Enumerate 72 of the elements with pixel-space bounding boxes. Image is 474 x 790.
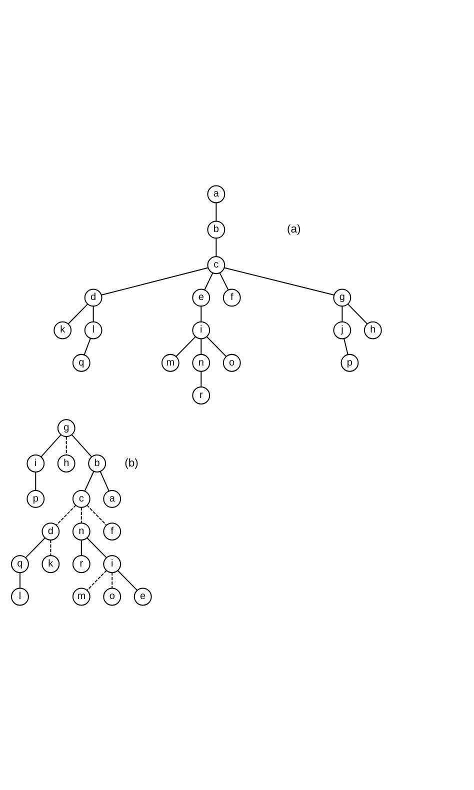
connector (24, 537, 45, 558)
connector (86, 537, 106, 558)
connector (341, 306, 342, 322)
connector (92, 306, 94, 322)
node-circle: j (332, 320, 351, 339)
connector (346, 303, 367, 324)
connector (100, 266, 208, 295)
connector (200, 338, 202, 354)
node-circle: q (10, 554, 28, 573)
node-circle: a (206, 184, 225, 203)
connector (70, 434, 92, 457)
connector (111, 572, 112, 588)
connector (343, 338, 348, 354)
connector (204, 272, 213, 290)
connector (80, 506, 82, 522)
node-circle: b (88, 454, 106, 472)
connector (40, 434, 61, 457)
node-circle: m (160, 353, 179, 372)
node-circle: d (41, 522, 60, 540)
node-circle: d (84, 288, 102, 306)
node-circle: g (56, 418, 75, 437)
node-circle: e (192, 288, 210, 306)
node-circle: r (72, 554, 90, 573)
connector (65, 436, 66, 454)
connector (84, 470, 94, 491)
connector (200, 306, 202, 322)
connector (83, 338, 90, 355)
node-circle: i (192, 320, 210, 339)
node-circle: r (192, 386, 210, 404)
connector (206, 336, 226, 356)
node-circle: p (340, 353, 358, 372)
node-circle: l (84, 320, 102, 339)
connector (215, 202, 216, 221)
node-circle: k (53, 320, 72, 339)
connector (34, 472, 36, 490)
node-circle: i (26, 454, 44, 472)
node-circle: f (102, 522, 121, 540)
node-circle: c (206, 256, 225, 274)
connector (215, 238, 216, 256)
label: (b) (124, 456, 138, 469)
node-circle: q (72, 353, 90, 372)
label: (a) (286, 222, 300, 235)
node-circle: n (192, 353, 210, 372)
node-circle: h (56, 454, 75, 472)
node-circle: f (222, 288, 240, 306)
node-circle: o (222, 353, 240, 372)
connector (86, 570, 106, 590)
connector (99, 470, 109, 491)
connector (56, 504, 76, 525)
connector (68, 303, 88, 324)
node-circle: h (363, 320, 382, 339)
node-circle: i (102, 554, 121, 573)
node-circle: p (26, 489, 44, 508)
node-circle: b (206, 220, 225, 238)
node-circle: o (102, 587, 121, 606)
node-circle: a (102, 489, 121, 508)
connector (50, 540, 51, 555)
node-circle: l (10, 587, 28, 606)
node-circle: n (72, 522, 90, 540)
connector (116, 570, 137, 590)
node-circle: k (41, 554, 60, 573)
connector (86, 504, 106, 525)
node-circle: g (332, 288, 351, 306)
connector (80, 540, 82, 555)
connector (218, 272, 228, 290)
connector (224, 266, 334, 296)
connector (175, 336, 196, 356)
connector (18, 572, 20, 588)
connector (200, 370, 202, 386)
node-circle: m (72, 587, 90, 606)
node-circle: e (133, 587, 152, 606)
node-circle: c (72, 489, 90, 508)
